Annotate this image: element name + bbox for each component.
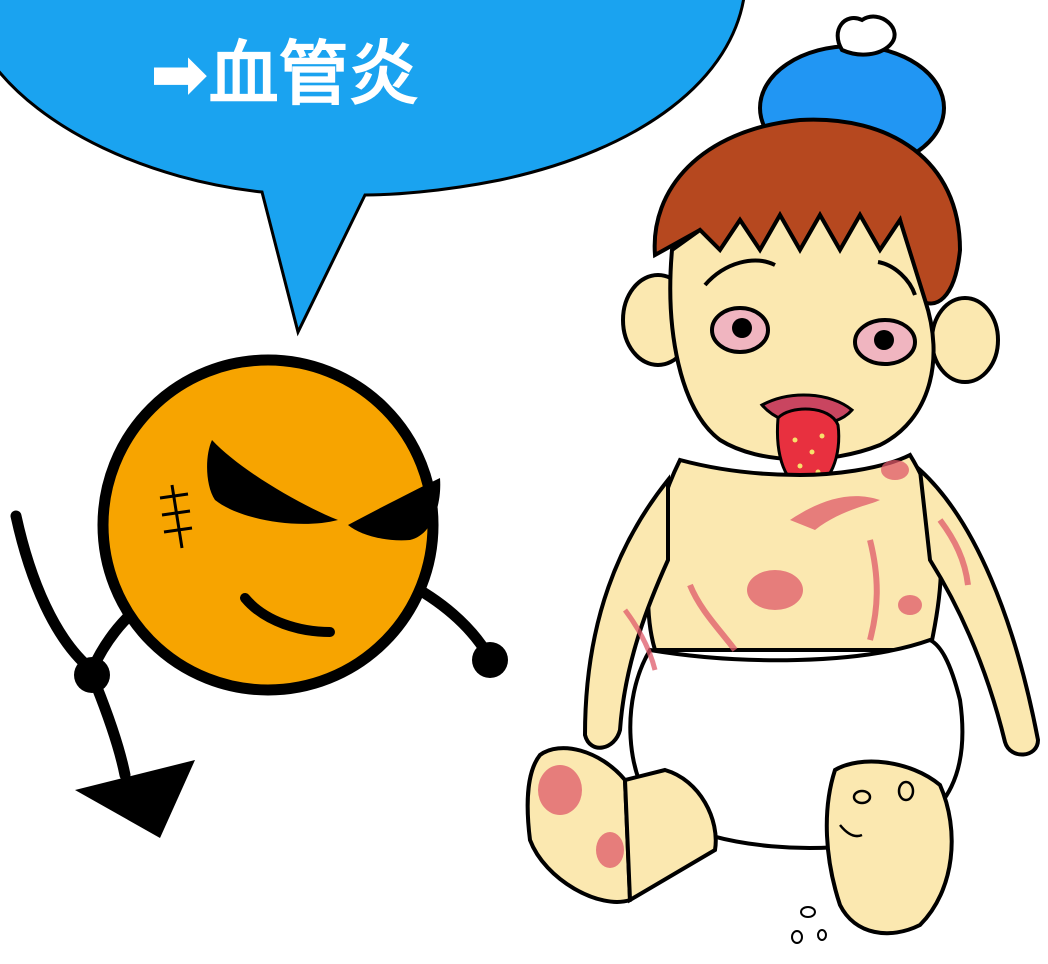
angry-germ (10, 354, 508, 838)
sick-child (525, 14, 1041, 944)
speech-bubble (0, 0, 745, 337)
speech-bubble-text: ➡血管炎 (150, 33, 419, 115)
rash (538, 460, 971, 868)
